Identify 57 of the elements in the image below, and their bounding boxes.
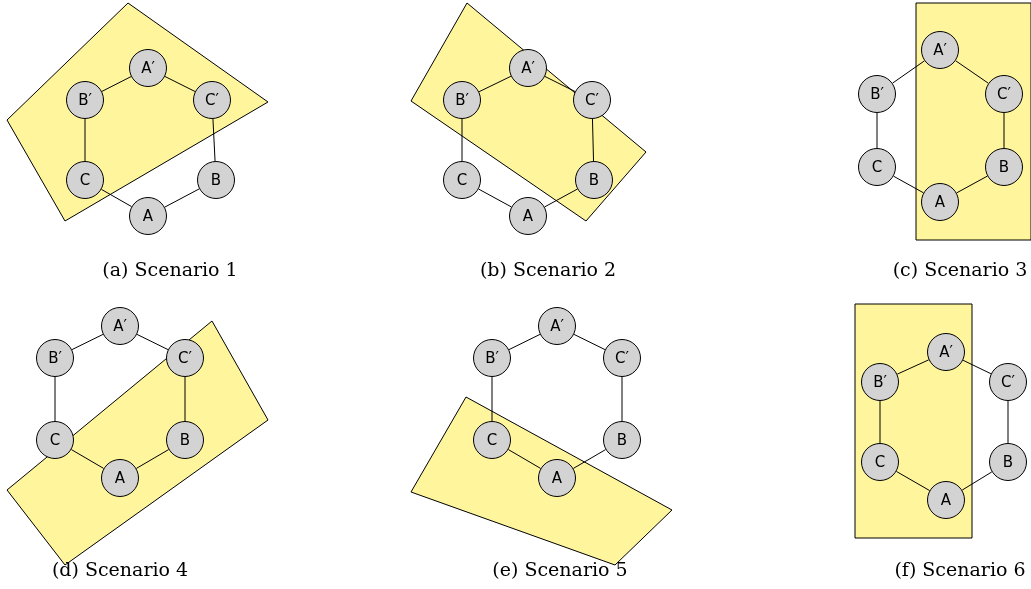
connector-line: [478, 75, 512, 93]
node-circle: C: [36, 421, 74, 459]
node-circle: C′: [573, 81, 611, 119]
connector-line: [591, 118, 595, 162]
connector-line: [893, 175, 924, 194]
node-circle: A: [509, 197, 547, 235]
connector-line: [70, 449, 105, 469]
connector-line: [71, 333, 104, 351]
connector-line: [1007, 400, 1009, 444]
caption: (d) Scenario 4: [51, 558, 189, 580]
connector-line: [573, 333, 606, 351]
connector-line: [507, 449, 542, 469]
connector-line: [956, 175, 988, 194]
connector-line: [955, 60, 989, 84]
connector-line: [184, 376, 186, 422]
caption: (e) Scenario 5: [492, 558, 628, 580]
connector-line: [879, 400, 881, 444]
connector-line: [892, 60, 925, 84]
connector-line: [136, 333, 169, 351]
caption: (a) Scenario 1: [102, 258, 238, 280]
connector-line: [1003, 112, 1005, 149]
connector-line: [895, 471, 931, 491]
node-circle: B′: [36, 339, 74, 377]
node-circle: C′: [603, 339, 641, 377]
connector-line: [876, 112, 878, 149]
connector-line: [101, 76, 132, 92]
connector-line: [621, 376, 623, 422]
caption: (c) Scenario 3: [892, 258, 1028, 280]
connector-line: [544, 188, 578, 208]
connector-line: [101, 188, 132, 208]
connector-line: [962, 359, 992, 375]
node-circle: A′: [101, 307, 139, 345]
node-circle: A: [129, 197, 167, 235]
connector-line: [461, 118, 463, 162]
node-circle: B′: [858, 75, 896, 113]
connector-line: [961, 471, 993, 491]
connector-line: [491, 376, 493, 422]
node-circle: B: [989, 443, 1027, 481]
caption: (b) Scenario 2: [479, 258, 617, 280]
node-circle: B: [603, 421, 641, 459]
connector-line: [164, 76, 196, 92]
node-circle: A′: [538, 307, 576, 345]
connector-line: [164, 188, 200, 208]
connector-line: [478, 188, 512, 208]
node-circle: B′: [473, 339, 511, 377]
node-circle: C: [858, 148, 896, 186]
connector-line: [544, 76, 576, 92]
connector-line: [135, 449, 170, 469]
node-circle: C′: [989, 363, 1027, 401]
node-circle: C: [443, 161, 481, 199]
connector-line: [896, 359, 930, 375]
connector-line: [54, 376, 56, 422]
caption: (f) Scenario 6: [894, 558, 1026, 580]
connector-line: [508, 333, 541, 351]
connector-line: [572, 449, 607, 469]
connector-line: [84, 118, 86, 162]
node-circle: B: [197, 161, 235, 199]
